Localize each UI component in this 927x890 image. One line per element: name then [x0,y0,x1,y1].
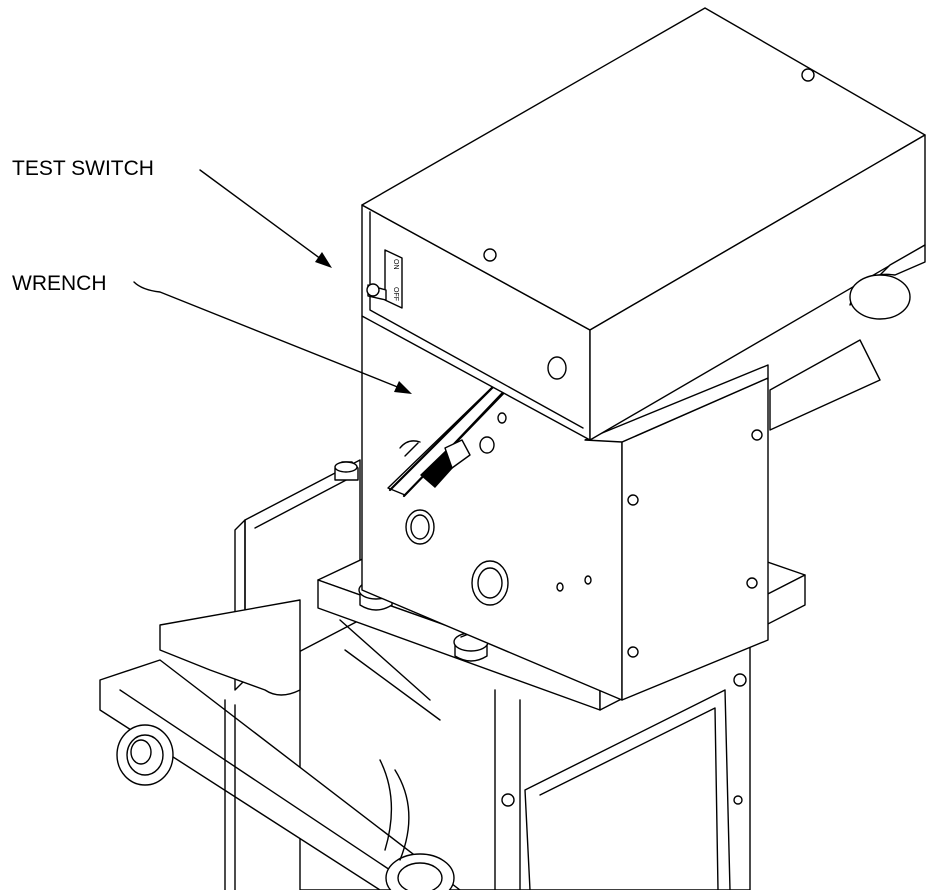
left-arm [99,599,461,890]
switch-label-off: OFF [392,287,399,301]
callout-arrow-wrench [133,281,412,394]
switch-box [361,7,926,441]
callout-label-wrench: WRENCH [12,272,107,295]
wrench [387,363,525,498]
callout-label-test-switch: TEST SWITCH [12,157,154,180]
switch-label-on: ON [392,259,399,270]
lower-frame [299,599,751,890]
callout-arrow-test-switch [199,169,332,268]
hex-bolt-small [334,461,359,481]
test-switch-plate: ON OFF [366,249,403,309]
rear-bracket [769,244,926,431]
